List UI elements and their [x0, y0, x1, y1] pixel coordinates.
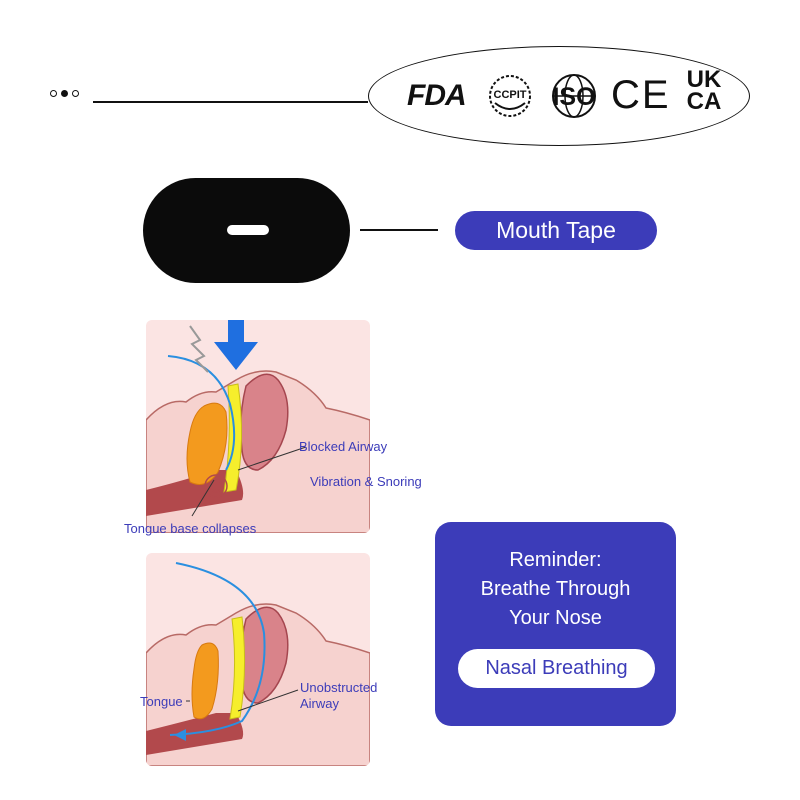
callout-line [237, 689, 299, 712]
iso-globe-logo: ISO [549, 72, 599, 120]
pager-dot-active[interactable] [61, 90, 68, 97]
blocked-airway-illustration [146, 320, 370, 533]
unobstructed-airway-label: Unobstructed Airway [300, 680, 377, 712]
callout-line [191, 479, 215, 517]
reminder-title: Reminder: Breathe Through Your Nose [435, 546, 676, 633]
ccpit-label: CCPIT [493, 89, 527, 101]
pager-dots [50, 90, 79, 97]
blocked-airway-label: Blocked Airway [299, 439, 388, 454]
unobstructed-label-line2: Airway [300, 696, 340, 711]
header-divider [93, 101, 368, 103]
reminder-title-line3: Your Nose [509, 607, 602, 629]
fda-logo: FDA [407, 79, 467, 112]
ccpit-seal: CCPIT [487, 73, 533, 119]
reminder-title-line1: Reminder: [509, 549, 602, 571]
airflow-line [167, 355, 236, 471]
nasal-breathing-pill: Nasal Breathing [458, 649, 655, 688]
pager-dot[interactable] [50, 90, 57, 97]
tape-breathing-slot [227, 225, 269, 235]
pressure-arrow-icon [214, 320, 258, 370]
soft-palate [229, 616, 246, 720]
airflow-line [169, 562, 266, 736]
vibration-snoring-label: Vibration & Snoring [310, 474, 422, 489]
callout-line [237, 446, 307, 471]
reminder-title-line2: Breathe Through [480, 578, 631, 600]
ukca-mark-line: CA [686, 88, 722, 115]
tape-callout-line [360, 229, 438, 231]
clear-airway-illustration [146, 553, 370, 766]
ce-mark: CE [611, 73, 671, 117]
snore-zigzag-icon [189, 325, 209, 373]
pager-dot[interactable] [72, 90, 79, 97]
tongue-collapse-label: Tongue base collapses [124, 521, 257, 536]
reminder-card: Reminder: Breathe Through Your Nose Nasa… [435, 522, 676, 726]
iso-label: ISO [552, 83, 596, 111]
tongue-label: Tongue [140, 694, 183, 709]
unobstructed-label-line1: Unobstructed [300, 680, 378, 695]
ukca-mark-line: UK [686, 66, 722, 93]
tongue [191, 642, 219, 720]
airflow-arrowhead-icon [174, 729, 186, 741]
mouth-tape-image [143, 178, 350, 283]
mouth-tape-label: Mouth Tape [455, 211, 657, 250]
vibration-ring [204, 474, 228, 498]
